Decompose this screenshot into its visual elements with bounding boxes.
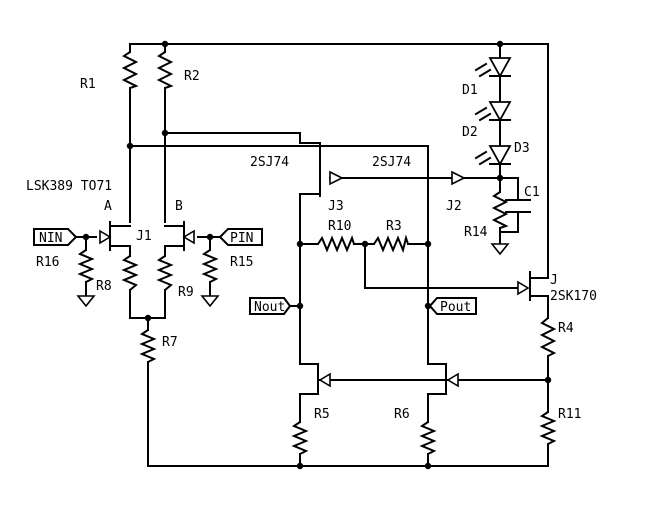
label-d3: D3: [514, 141, 530, 156]
wires: [73, 43, 549, 467]
resistor-r11: [539, 411, 557, 445]
jfet-lower-right: [446, 372, 459, 388]
resistor-r6: [419, 421, 437, 455]
label-b: B: [175, 199, 183, 214]
label-r1: R1: [80, 77, 96, 92]
label-r4: R4: [558, 321, 574, 336]
port-nin: NIN: [33, 228, 78, 246]
component-labels: R1 R2 D1 D2 D3 C1 R14 2SJ74 2SJ74 J3 J2 …: [26, 69, 597, 422]
label-r5: R5: [314, 407, 330, 422]
jfet-j: [517, 280, 530, 296]
led-d1: [474, 57, 512, 78]
label-r11: R11: [558, 407, 581, 422]
label-j2-part: 2SJ74: [372, 155, 411, 170]
ground-r16: [76, 295, 96, 308]
resistor-r9: [156, 255, 174, 291]
label-r3: R3: [386, 219, 402, 234]
port-nout: Nout: [249, 297, 292, 315]
led-d3: [474, 145, 512, 166]
label-j-part: 2SK170: [550, 289, 597, 304]
label-r8: R8: [96, 279, 112, 294]
resistor-r1: [121, 51, 139, 89]
ground-r14: [490, 243, 510, 256]
port-pout: Pout: [428, 297, 477, 315]
resistor-r10: [317, 235, 355, 253]
resistor-r7: [139, 329, 157, 363]
label-c1: C1: [524, 185, 540, 200]
resistor-r16: [77, 249, 95, 283]
label-r9: R9: [178, 285, 194, 300]
resistors: [77, 51, 557, 455]
label-r7: R7: [162, 335, 178, 350]
resistor-r15: [201, 249, 219, 283]
label-d1: D1: [462, 83, 478, 98]
label-r16: R16: [36, 255, 59, 270]
resistor-r2: [156, 51, 174, 89]
label-j2: J2: [446, 199, 462, 214]
port-pout-label: Pout: [440, 300, 471, 315]
junction-dots: [82, 40, 552, 470]
label-d2: D2: [462, 125, 478, 140]
resistor-r3: [373, 234, 409, 254]
label-dual-part: LSK389 TO71: [26, 179, 112, 194]
label-r14: R14: [464, 225, 488, 240]
jfet-lower-left: [318, 372, 331, 388]
label-j1: J1: [136, 229, 152, 244]
label-j3-part: 2SJ74: [250, 155, 289, 170]
label-a: A: [104, 199, 112, 214]
ground-r15: [200, 295, 220, 308]
jfet-j3: [319, 163, 344, 197]
jfet-j2: [427, 163, 466, 197]
label-j: J: [550, 273, 558, 288]
resistor-r14: [491, 191, 509, 229]
led-d2: [474, 101, 512, 122]
port-pin-label: PIN: [230, 231, 253, 246]
label-r2: R2: [184, 69, 200, 84]
label-r10: R10: [328, 219, 351, 234]
label-r6: R6: [394, 407, 410, 422]
port-pin: PIN: [218, 228, 263, 246]
label-j3: J3: [328, 199, 344, 214]
port-nin-label: NIN: [39, 231, 62, 246]
resistor-r4: [539, 317, 557, 357]
jfet-j1: [99, 229, 195, 245]
resistor-r5: [291, 421, 309, 455]
capacitor-c1: [505, 199, 531, 213]
resistor-r8: [121, 255, 139, 291]
ground-symbols: [76, 243, 510, 308]
port-nout-label: Nout: [254, 300, 285, 315]
label-r15: R15: [230, 255, 253, 270]
